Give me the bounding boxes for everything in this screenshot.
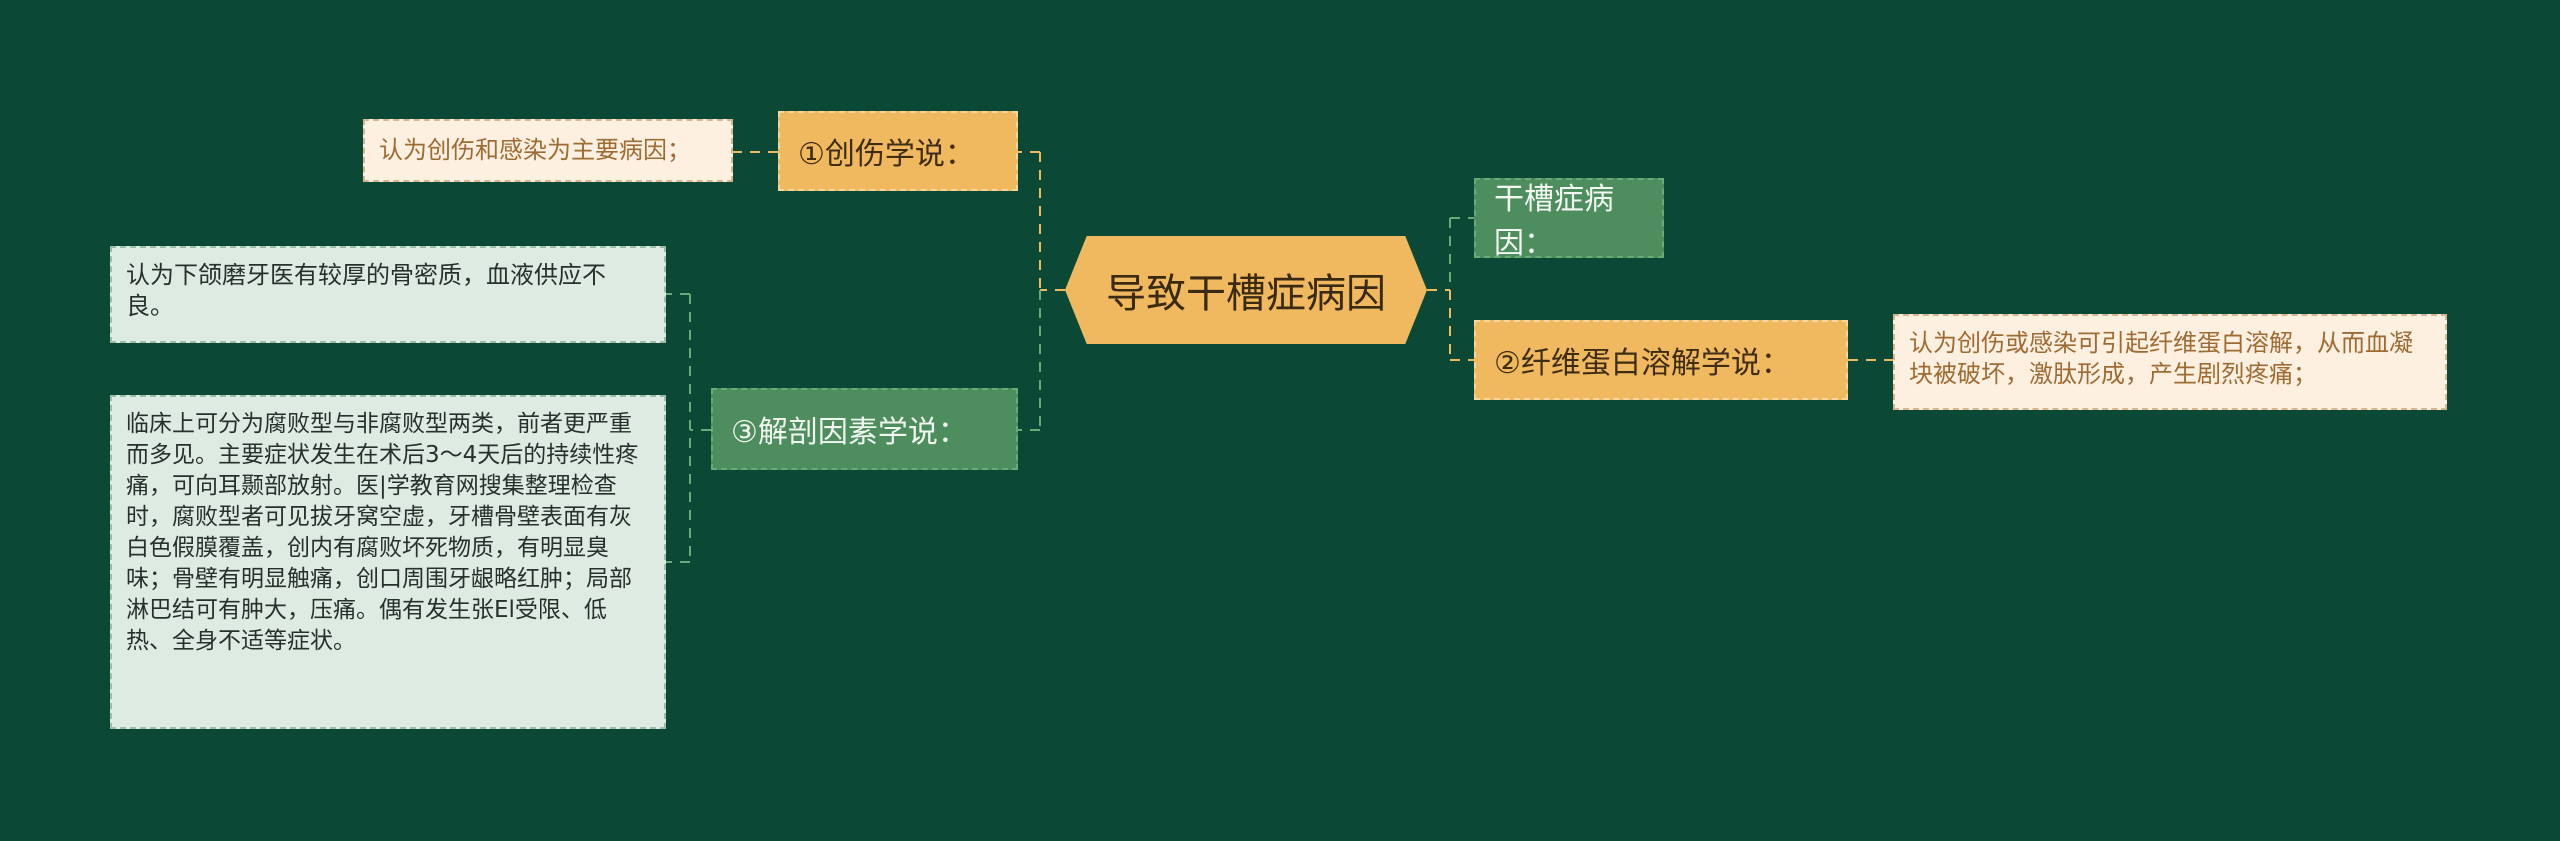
branch-trauma-label: ①创伤学说：: [798, 137, 975, 172]
note-trauma[interactable]: 认为创伤和感染为主要病因；: [363, 119, 733, 182]
note-anatomy-1-text: 认为下颌磨牙医有较厚的骨密质，血液供应不良。: [126, 261, 606, 320]
note-trauma-text: 认为创伤和感染为主要病因；: [379, 136, 691, 164]
branch-anatomy-label: ③解剖因素学说：: [731, 415, 968, 450]
branch-dry-socket-label: 干槽症病因：: [1494, 182, 1614, 261]
branch-anatomy[interactable]: ③解剖因素学说：: [711, 388, 1018, 470]
branch-trauma[interactable]: ①创伤学说：: [778, 111, 1018, 191]
note-anatomy-2-text: 临床上可分为腐败型与非腐败型两类，前者更严重而多见。主要症状发生在术后3～4天后…: [126, 411, 639, 654]
branch-fibrinolysis[interactable]: ②纤维蛋白溶解学说：: [1474, 320, 1848, 400]
note-anatomy-2[interactable]: 临床上可分为腐败型与非腐败型两类，前者更严重而多见。主要症状发生在术后3～4天后…: [110, 395, 666, 729]
note-fibrinolysis[interactable]: 认为创伤或感染可引起纤维蛋白溶解，从而血凝块被破坏，激肽形成，产生剧烈疼痛；: [1893, 314, 2447, 410]
note-anatomy-1[interactable]: 认为下颌磨牙医有较厚的骨密质，血液供应不良。: [110, 246, 666, 343]
branch-fibrinolysis-label: ②纤维蛋白溶解学说：: [1494, 346, 1791, 381]
note-fibrinolysis-text: 认为创伤或感染可引起纤维蛋白溶解，从而血凝块被破坏，激肽形成，产生剧烈疼痛；: [1909, 329, 2413, 388]
central-topic[interactable]: 导致干槽症病因: [1065, 236, 1427, 344]
central-topic-label: 导致干槽症病因: [1106, 271, 1386, 317]
branch-dry-socket[interactable]: 干槽症病因：: [1474, 178, 1664, 261]
